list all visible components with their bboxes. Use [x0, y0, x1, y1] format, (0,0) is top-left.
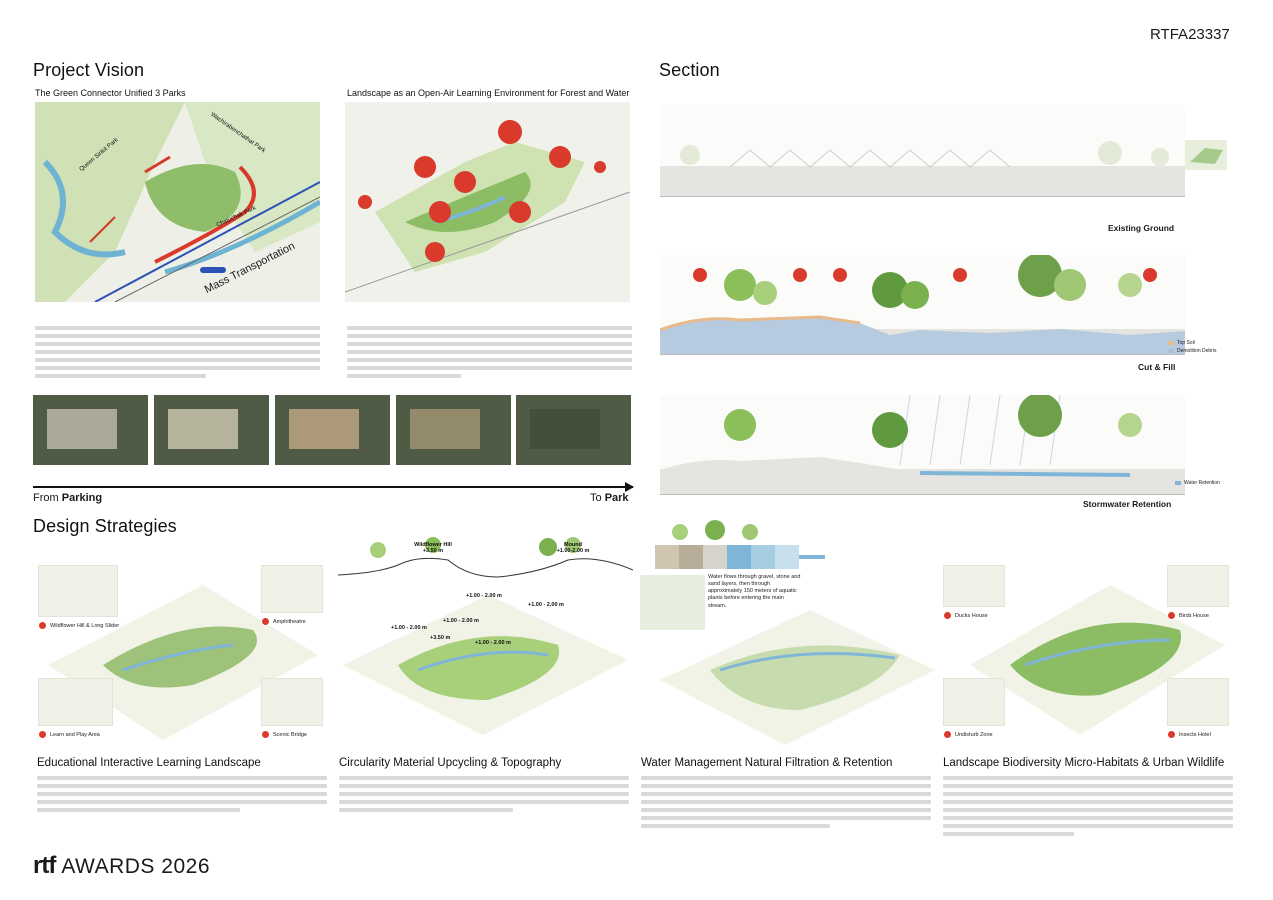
legend-debris: Demolition Debris — [1168, 348, 1216, 354]
strategy-1-paragraph — [37, 776, 327, 812]
strategy-2-title: Circularity Material Upcycling & Topogra… — [339, 757, 562, 769]
learning-map — [345, 102, 630, 302]
section-label-existing: Existing Ground — [1108, 223, 1175, 233]
key-plan-svg — [1185, 140, 1227, 170]
strategy-4-svg — [970, 585, 1225, 735]
habitat-birds: Birds House — [1167, 611, 1209, 620]
strategy-3-paragraph — [641, 776, 931, 828]
zone-photo-learn-play — [38, 678, 113, 726]
strategy-1-illustration: Wildflower Hill & Long Slider Amphitheat… — [33, 545, 328, 750]
habitat-photo-undisturb — [943, 678, 1005, 726]
elevation-tag-1: +1.00 - 2.00 m — [466, 593, 502, 599]
learning-map-svg — [345, 102, 630, 302]
strategy-1-svg — [48, 585, 318, 740]
timeline-to: To Park — [590, 492, 629, 504]
awards-logo: rtf AWARDS 2026 — [33, 852, 210, 880]
context-map-svg — [35, 102, 320, 302]
vision-paragraph-2 — [347, 326, 632, 378]
zone-photo-amphitheatre — [261, 565, 323, 613]
habitat-undisturb: Undisturb Zone — [943, 730, 993, 739]
section-key-plan — [1185, 140, 1227, 170]
section-existing-ground — [660, 105, 1185, 197]
section-label-stormwater: Stormwater Retention — [1083, 499, 1172, 509]
habitat-photo-insects — [1167, 678, 1229, 726]
habitat-photo-birds — [1167, 565, 1229, 607]
aerial-photo-2 — [154, 395, 269, 465]
section-label-wildflower-hill: Wildflower Hill+3.50 m — [414, 542, 452, 554]
habitat-insects: Insects Hotel — [1167, 730, 1211, 739]
strategy-1-title: Educational Interactive Learning Landsca… — [37, 757, 261, 769]
habitat-photo-ducks — [943, 565, 1005, 607]
elevation-tag-3: +1.00 - 2.00 m — [443, 618, 479, 624]
timeline-arrow-head — [625, 482, 634, 492]
cut-fill-svg — [660, 255, 1185, 354]
section-label-cut-fill: Cut & Fill — [1138, 362, 1176, 372]
context-map: Queen Sirikit Park Wachirabenchathat Par… — [35, 102, 320, 302]
aerial-photo-3 — [275, 395, 390, 465]
strategy-3-svg — [640, 520, 935, 745]
map2-caption: Landscape as an Open-Air Learning Enviro… — [347, 88, 630, 98]
elevation-tag-4: +1.00 - 2.00 m — [391, 625, 427, 631]
elevation-tag-6: +1.00 - 2.00 m — [475, 640, 511, 646]
elevation-tag-2: +1.00 - 2.00 m — [528, 602, 564, 608]
zone-photo-wildflower — [38, 565, 118, 617]
strategies-heading: Design Strategies — [33, 516, 177, 536]
rtf-logo: rtf — [33, 852, 56, 879]
section-heading: Section — [659, 60, 720, 80]
timeline-from: From Parking — [33, 492, 103, 504]
awards-text: AWARDS 2026 — [61, 855, 210, 878]
zone-learn-play: Learn and Play Area — [38, 730, 100, 739]
strategy-4-paragraph — [943, 776, 1233, 836]
strategy-2-illustration: Wildflower Hill+3.50 m Mound+1.00-2.00 m… — [337, 535, 634, 750]
aerial-photo-1 — [33, 395, 148, 465]
section-cut-fill — [660, 255, 1185, 355]
section-label-mound: Mound+1.00-2.00 m — [556, 542, 590, 554]
aerial-photo-5 — [516, 395, 631, 465]
strategy-4-title: Landscape Biodiversity Micro-Habitats & … — [943, 757, 1225, 769]
habitat-ducks: Ducks House — [943, 611, 988, 620]
vision-heading: Project Vision — [33, 60, 145, 80]
elevation-tag-5: +3.50 m — [430, 635, 451, 641]
legend-top-soil: Top Soil — [1168, 340, 1195, 346]
strategy-3-title: Water Management Natural Filtration & Re… — [641, 757, 893, 769]
map1-caption: The Green Connector Unified 3 Parks — [35, 88, 186, 98]
vision-paragraph-1 — [35, 326, 320, 378]
zone-amphitheatre: Amphitheatre — [261, 617, 306, 626]
stormwater-svg — [660, 395, 1185, 494]
aerial-photo-4 — [396, 395, 511, 465]
zone-wildflower: Wildflower Hill & Long Slider — [38, 621, 119, 630]
section-stormwater — [660, 395, 1185, 495]
timeline-arrow-line — [33, 486, 633, 488]
strategy-2-paragraph — [339, 776, 629, 812]
strategy-2-svg — [337, 537, 634, 735]
strategy-4-illustration: Ducks House Birds House Undisturb Zone I… — [940, 545, 1235, 750]
strategy-3-illustration: Water flows through gravel, stone and sa… — [640, 520, 935, 750]
filtration-note: Water flows through gravel, stone and sa… — [708, 574, 801, 609]
zone-photo-scenic-bridge — [261, 678, 323, 726]
existing-ground-svg — [680, 141, 1169, 168]
legend-water-retention: Water Retention — [1175, 480, 1220, 486]
board-code: RTFA23337 — [1150, 26, 1230, 43]
zone-scenic-bridge: Scenic Bridge — [261, 730, 307, 739]
